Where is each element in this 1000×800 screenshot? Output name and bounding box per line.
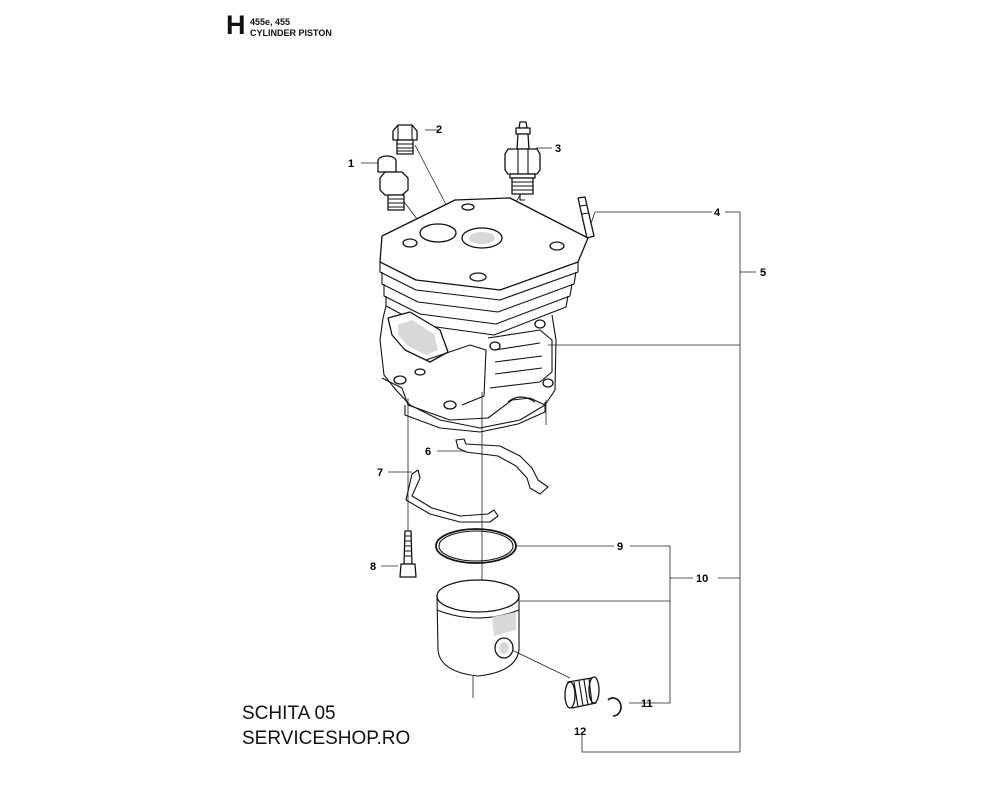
model-numbers: 455e, 455: [250, 17, 291, 27]
part-3-spark-plug: [504, 121, 541, 201]
footer-schematic-label: SCHITA 05: [242, 703, 336, 724]
part-7-gasket: [405, 469, 499, 523]
part-12-needle-bearing: [564, 676, 600, 709]
part-8-bolt: [399, 530, 417, 578]
part-9-piston-ring: [435, 528, 517, 564]
part-5-cylinder: [379, 197, 589, 433]
callout-3: 3: [555, 143, 561, 155]
callout-5: 5: [760, 267, 766, 279]
callout-11: 11: [641, 698, 653, 710]
callout-2: 2: [436, 124, 442, 136]
leader-lines: [361, 129, 756, 753]
part-4-pin: [577, 196, 595, 239]
callout-9: 9: [617, 541, 623, 553]
footer-site-label: SERVICESHOP.RO: [242, 728, 411, 749]
callout-8: 8: [370, 561, 376, 573]
part-1-decompression-valve: [377, 155, 409, 211]
diagram-title: CYLINDER PISTON: [250, 28, 332, 38]
part-10-piston: [436, 579, 520, 677]
callout-labels: 1 2 3 4 5 6 7 8 9 10 11 12: [348, 124, 766, 738]
part-11-circlip: [607, 697, 622, 717]
callout-1: 1: [348, 158, 354, 170]
part-2-plug: [392, 124, 418, 155]
callout-10: 10: [696, 573, 708, 585]
part-6-gasket: [455, 438, 549, 495]
callout-7: 7: [377, 467, 383, 479]
section-letter: H: [226, 10, 246, 40]
callout-6: 6: [425, 446, 431, 458]
callout-4: 4: [714, 207, 721, 219]
callout-12: 12: [574, 726, 586, 738]
